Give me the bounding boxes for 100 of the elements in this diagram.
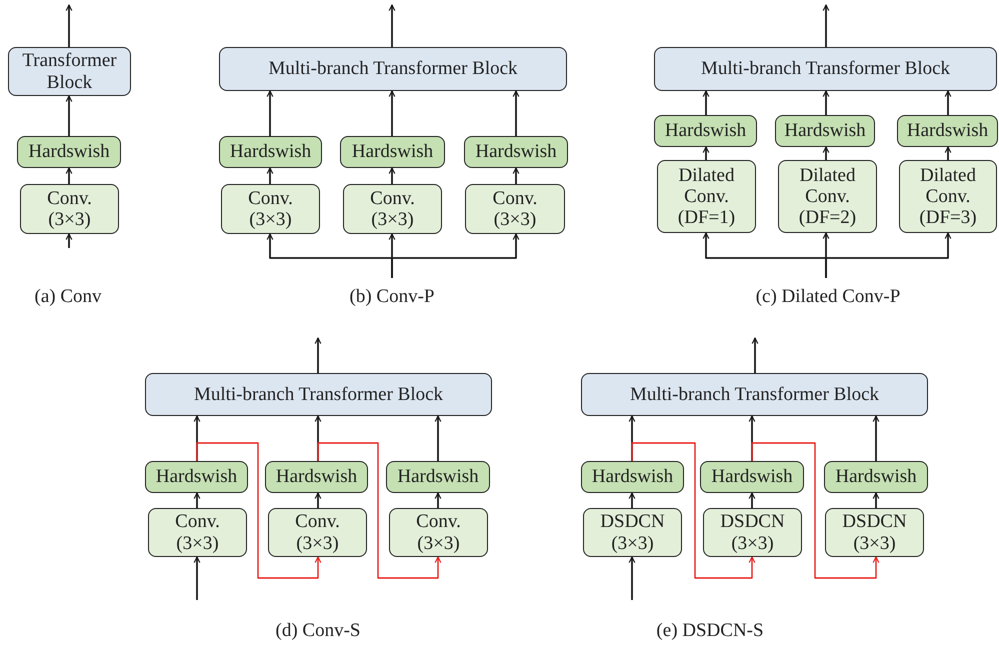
activation-block: [581, 461, 684, 493]
block-label: Multi-branch Transformer Block: [268, 58, 518, 80]
block-label: Hardswish: [276, 466, 358, 488]
subfigure-caption: (c) Dilated Conv-P: [756, 286, 900, 308]
convolution-block: [657, 160, 756, 233]
convolution-block: [899, 160, 997, 233]
activation-block: [219, 136, 322, 168]
block-label: Multi-branch Transformer Block: [700, 58, 950, 80]
arrow: [748, 492, 756, 508]
block-label: DSDCN (3×3): [842, 511, 907, 554]
block-label: Conv. (3×3): [175, 511, 220, 554]
convolution-block: [268, 508, 367, 557]
subfigure-caption: (a) Conv: [34, 286, 102, 308]
block-label: Conv. (3×3): [47, 188, 92, 230]
block-label: Multi-branch Transformer Block: [194, 384, 444, 406]
convolution-block: [148, 508, 247, 557]
convolution-block: [465, 184, 565, 234]
subfigure-caption: (b) Conv-P: [350, 286, 434, 308]
block-label: Hardswish: [230, 141, 312, 163]
arrow: [388, 4, 396, 47]
block-label: Hardswish: [397, 466, 479, 488]
arrow: [702, 90, 710, 115]
arrow: [194, 415, 200, 461]
block-label: Conv. (3×3): [416, 511, 461, 554]
block-label: Dilated Conv. (DF=2): [798, 164, 856, 228]
arrow: [66, 167, 72, 184]
arrow: [512, 167, 520, 184]
arrow: [388, 167, 396, 184]
block-label: Hardswish: [475, 141, 557, 163]
block-label: DSDCN (3×3): [720, 511, 785, 554]
block-label: Hardswish: [711, 466, 793, 488]
convolution-block: [20, 184, 119, 234]
arrow: [628, 492, 636, 508]
block-label: Hardswish: [156, 466, 238, 488]
block-label: Hardswish: [784, 120, 866, 142]
activation-block: [775, 115, 875, 147]
block-label: Hardswish: [592, 466, 674, 488]
activation-block: [897, 115, 998, 147]
skip-connection-arrow: [196, 442, 322, 579]
block-label: Dilated Conv. (DF=3): [919, 164, 977, 228]
arrow: [266, 167, 274, 184]
convolution-block: [703, 508, 802, 557]
activation-block: [464, 136, 568, 168]
arrow: [391, 233, 520, 278]
activation-block: [265, 461, 368, 493]
arrow: [512, 90, 520, 136]
transformer-block: [145, 373, 492, 416]
arrow: [628, 415, 636, 461]
activation-block: [654, 115, 757, 147]
arrow: [825, 232, 952, 278]
arrow: [434, 415, 442, 461]
arrow: [822, 4, 830, 47]
convolution-block: [778, 160, 877, 233]
arrow: [752, 337, 758, 373]
arrow: [66, 4, 72, 47]
arrow: [944, 90, 952, 115]
activation-block: [824, 461, 928, 493]
arrow: [822, 146, 830, 160]
block-label: DSDCN (3×3): [600, 511, 665, 554]
activation-block: [340, 136, 445, 168]
convolution-block: [343, 184, 442, 234]
block-label: Conv. (3×3): [295, 511, 340, 554]
arrow: [748, 415, 756, 461]
convolution-block: [583, 508, 682, 557]
block-label: Hardswish: [28, 141, 110, 163]
arrow: [872, 492, 880, 508]
convolution-block: [389, 508, 488, 557]
arrow: [314, 337, 322, 373]
activation-block: [17, 136, 121, 168]
subfigure-caption: (d) Conv-S: [276, 620, 360, 642]
arrow: [822, 90, 830, 115]
arrow: [266, 90, 274, 136]
activation-block: [700, 461, 804, 493]
block-label: Hardswish: [664, 120, 746, 142]
skip-connection-arrow: [751, 442, 880, 579]
convolution-block: [825, 508, 924, 557]
arrow: [314, 415, 322, 461]
block-label: Hardswish: [835, 466, 917, 488]
arrow: [702, 146, 710, 160]
arrow: [314, 492, 322, 508]
arrow: [66, 233, 72, 248]
convolution-block: [221, 184, 320, 234]
arrow: [388, 90, 396, 136]
block-label: Conv. (3×3): [248, 188, 293, 230]
block-label: Transformer Block: [22, 50, 117, 93]
transformer-block: [581, 373, 928, 416]
block-label: Dilated Conv. (DF=1): [678, 164, 736, 228]
subfigure-caption: (e) DSDCN-S: [656, 620, 764, 642]
arrow: [872, 415, 880, 461]
transformer-block: [8, 47, 131, 96]
skip-connection-arrow: [631, 442, 756, 579]
arrow: [944, 146, 952, 160]
transformer-block: [654, 47, 997, 91]
activation-block: [145, 461, 248, 493]
arrow: [628, 556, 636, 600]
block-label: Hardswish: [906, 120, 988, 142]
block-label: Conv. (3×3): [492, 188, 538, 230]
arrow: [194, 492, 200, 508]
arrow: [194, 556, 200, 600]
arrow: [66, 95, 72, 136]
